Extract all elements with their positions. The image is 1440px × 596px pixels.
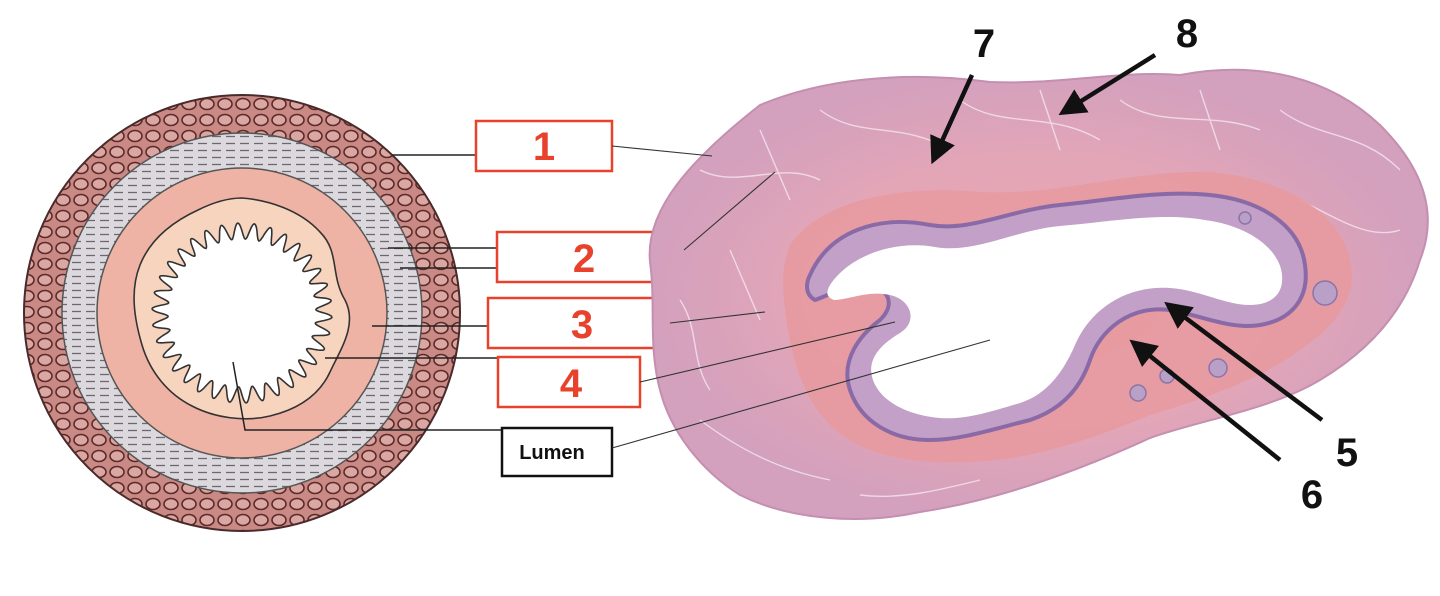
pointer-arrows (930, 53, 1324, 462)
muscle-fiber-texture (679, 89, 1401, 498)
schematic-leader-lines (232, 154, 502, 431)
arrow-8 (1058, 53, 1157, 116)
label-2-text: 2 (573, 237, 595, 281)
esophageal-lumen (827, 216, 1283, 419)
label-1-text: 1 (533, 125, 555, 169)
label-4-text: 4 (560, 362, 583, 406)
arrow-7 (930, 74, 975, 165)
histology-leader-lines (611, 145, 991, 449)
label-box-1: 1 (474, 119, 614, 173)
arrow-5 (1164, 301, 1324, 422)
histology-section: 7 8 5 6 (611, 12, 1429, 520)
arrow-8-label: 8 (1176, 12, 1198, 56)
label-box-4: 4 (496, 355, 642, 409)
lumen-text: Lumen (519, 442, 585, 464)
label-box-3: 3 (486, 296, 672, 350)
villi-lining (151, 222, 333, 404)
schematic-cross-section (23, 94, 502, 532)
glands (1129, 211, 1338, 402)
arrow-7-label: 7 (973, 22, 995, 66)
arrow-6 (1129, 339, 1282, 462)
label-box-lumen: Lumen (500, 426, 614, 478)
arrow-6-label: 6 (1301, 473, 1323, 517)
label-3-text: 3 (571, 303, 593, 347)
arrow-5-label: 5 (1336, 431, 1358, 475)
